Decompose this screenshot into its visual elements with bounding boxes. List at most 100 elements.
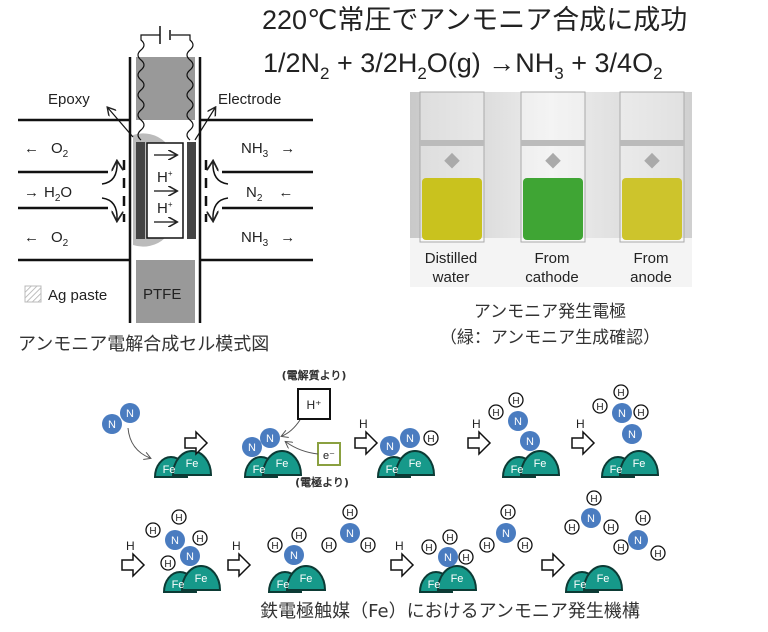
- iron-label: Fe: [610, 464, 623, 476]
- mechanism-caption: 鉄電極触媒（Fe）におけるアンモニア発生機構: [260, 601, 640, 622]
- iron-label: Fe: [409, 458, 422, 470]
- step-arrow-icon: [184, 430, 209, 456]
- ag-paste-swatch: [24, 285, 42, 303]
- hydrogen-atom: [423, 430, 439, 446]
- hydrogen-atom: [508, 392, 524, 408]
- svg-text:Distilled: Distilled: [425, 250, 478, 267]
- hydrogen-atom: [633, 404, 649, 420]
- hydrogen-atom: [458, 549, 474, 565]
- hydrogen-label: H: [617, 543, 624, 554]
- iron-label: Fe: [300, 573, 313, 585]
- hydrogen-atom: [586, 490, 602, 506]
- nitrogen-atom: [284, 545, 304, 565]
- title-equation: 1/2N2 + 3/2H2O(g) →NH3 + 3/4O2: [263, 48, 663, 83]
- iron-label: Fe: [172, 579, 185, 591]
- hydrogen-atom: [488, 404, 504, 420]
- hydrogen-atom: [603, 519, 619, 535]
- photo-caption-1: アンモニア発生電極: [474, 302, 626, 322]
- hydrogen-label: H: [492, 408, 499, 419]
- anode-strip: [136, 142, 145, 239]
- nitrogen-label: N: [171, 535, 179, 547]
- step-h-label: H: [232, 539, 241, 553]
- vial-marker: [545, 152, 561, 169]
- nitrogen-atom: [612, 403, 632, 423]
- hydrogen-label: H: [427, 434, 434, 445]
- iron-atom: [394, 450, 436, 476]
- step-h-label: H: [472, 417, 481, 431]
- svg-text:N2←: N2←: [246, 184, 293, 204]
- ptfe-block: [136, 260, 195, 323]
- nitrogen-label: N: [386, 441, 394, 453]
- hplus-box-label: H⁺: [307, 398, 322, 412]
- photo-caption-2: （緑：アンモニア生成確認）: [440, 328, 660, 348]
- svg-text:NH3→: NH3→: [241, 229, 295, 249]
- hydrogen-label: H: [295, 531, 302, 542]
- nitrogen-label: N: [444, 552, 452, 564]
- cathode-strip: [187, 142, 196, 239]
- svg-text:anode: anode: [630, 269, 672, 286]
- hydrogen-label: H: [639, 514, 646, 525]
- nitrogen-atom: [508, 411, 528, 431]
- iron-atom: [261, 450, 303, 476]
- iron-label: Fe: [195, 573, 208, 585]
- nitrogen-atom: [520, 431, 540, 451]
- nitrogen-label: N: [248, 442, 256, 454]
- hydrogen-atom: [500, 504, 516, 520]
- hplus-box: [297, 388, 331, 420]
- nitrogen-atom: [102, 414, 122, 434]
- label-epoxy: Epoxy: [48, 91, 90, 108]
- gas-labels: ←O2 ←O2 →H2O NH3→ NH3→ N2← H+ H+: [24, 140, 295, 249]
- nitrogen-atom: [622, 424, 642, 444]
- anode-wire: [137, 34, 160, 141]
- nitrogen-label: N: [514, 416, 522, 428]
- hydrogen-atom: [592, 398, 608, 414]
- hydrogen-label: H: [512, 396, 519, 407]
- vial-band: [521, 140, 585, 146]
- iron-label: Fe: [574, 579, 587, 591]
- nitrogen-atom: [340, 523, 360, 543]
- hydrogen-label: H: [617, 388, 624, 399]
- iron-atom: [436, 565, 478, 591]
- iron-atom: [618, 450, 660, 476]
- svg-text:water: water: [432, 269, 470, 286]
- electron-box-label: e⁻: [323, 450, 335, 462]
- vial-marker: [444, 152, 460, 169]
- hydrogen-atom: [267, 537, 283, 553]
- nitrogen-label: N: [587, 513, 595, 525]
- nitrogen-label: N: [186, 551, 194, 563]
- hydrogen-atom: [145, 522, 161, 538]
- step-arrow-icon: [121, 552, 146, 578]
- nitrogen-atom: [581, 508, 601, 528]
- title-line1: 220℃常圧でアンモニア合成に成功: [262, 5, 687, 35]
- step-arrow-icon: [227, 552, 252, 578]
- nitrogen-atom: [628, 530, 648, 550]
- nitrogen-label: N: [108, 419, 116, 431]
- hydrogen-atom: [360, 537, 376, 553]
- iron-label: Fe: [276, 458, 289, 470]
- vial-band: [420, 140, 484, 146]
- nitrogen-label: N: [628, 429, 636, 441]
- hydrogen-atom: [613, 539, 629, 555]
- iron-atom: [582, 565, 624, 591]
- svg-text:←O2: ←O2: [24, 140, 69, 160]
- hydrogen-label: H: [596, 402, 603, 413]
- step-h-label: H: [395, 539, 404, 553]
- iron-atom: [180, 565, 222, 591]
- iron-atom: [519, 450, 561, 476]
- svg-text:H+: H+: [157, 169, 173, 186]
- hydrogen-label: H: [346, 508, 353, 519]
- hydrogen-label: H: [364, 541, 371, 552]
- nitrogen-atom: [496, 523, 516, 543]
- nitrogen-label: N: [346, 528, 354, 540]
- cell-caption: アンモニア電解合成セル模式図: [18, 334, 269, 355]
- vial: [419, 91, 485, 243]
- nitrogen-label: N: [618, 408, 626, 420]
- vial-liquid: [422, 178, 482, 240]
- svg-text:→H2O: →H2O: [24, 184, 72, 204]
- hydrogen-atom: [613, 384, 629, 400]
- hydrogen-label: H: [164, 559, 171, 570]
- hydrogen-label: H: [446, 533, 453, 544]
- nitrogen-atom: [260, 428, 280, 448]
